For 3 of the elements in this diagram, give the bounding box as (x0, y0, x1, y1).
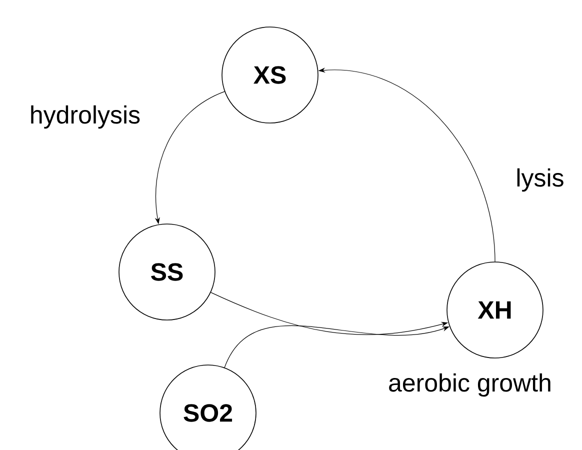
edge-label: aerobic growth (387, 372, 553, 398)
edge-label: lysis (514, 167, 566, 193)
edge-label: hydrolysis (28, 104, 142, 130)
